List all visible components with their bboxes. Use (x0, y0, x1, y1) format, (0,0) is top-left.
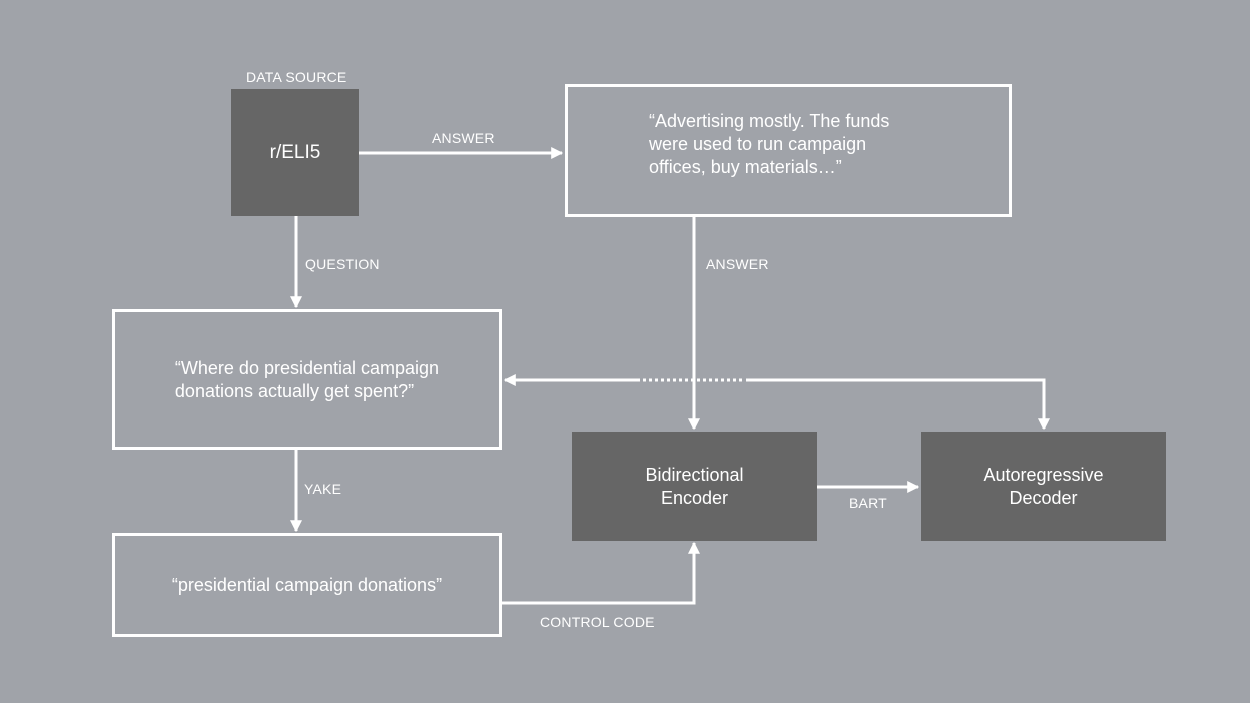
arrow-control-code-to-encoder (501, 541, 700, 605)
question-box: “Where do presidential campaign donation… (112, 309, 502, 450)
data-source-name: r/ELI5 (269, 141, 321, 163)
question-text: “Where do presidential campaign donation… (174, 357, 440, 401)
edge-label-answer-down: ANSWER (706, 256, 769, 272)
decoder-block: Autoregressive Decoder (921, 432, 1166, 541)
keywords-box: “presidential campaign donations” (112, 533, 502, 637)
edge-label-question: QUESTION (305, 256, 380, 272)
feedback-line-right (746, 378, 1050, 431)
edge-label-control-code: CONTROL CODE (540, 614, 655, 630)
answer-text: “Advertising mostly. The funds were used… (649, 111, 890, 177)
edge-label-answer-top: ANSWER (432, 130, 495, 146)
data-source-block: r/ELI5 (231, 89, 359, 216)
keywords-text: “presidential campaign donations” (171, 574, 443, 595)
decoder-title: Autoregressive Decoder (983, 464, 1104, 508)
encoder-title: Bidirectional Encoder (645, 464, 744, 508)
encoder-block: Bidirectional Encoder (572, 432, 817, 541)
edge-label-yake: YAKE (304, 481, 342, 497)
data-source-heading: DATA SOURCE (246, 69, 347, 85)
answer-box: “Advertising mostly. The funds were used… (565, 84, 1012, 217)
edge-label-bart: BART (849, 495, 887, 511)
